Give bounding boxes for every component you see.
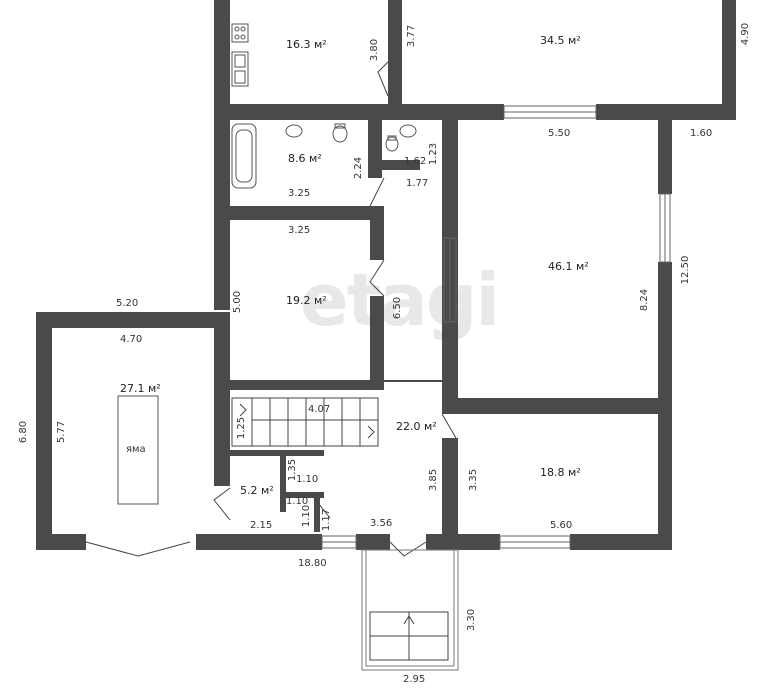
- dim: 5.77: [56, 421, 67, 443]
- dim: 5.60: [550, 520, 572, 531]
- dim: 1.23: [428, 143, 439, 165]
- dim: 18.80: [298, 558, 327, 569]
- dim: 1.17: [321, 509, 332, 531]
- dim: 6.80: [18, 421, 29, 443]
- dimensions: 3.80 3.77 4.90 5.50 1.60 2.24 3.25 3.25 …: [18, 23, 751, 685]
- dim: 3.30: [466, 609, 477, 631]
- windows: [321, 105, 671, 549]
- dim: 3.25: [288, 188, 310, 199]
- stove-icon: [231, 23, 249, 43]
- dim: 4.70: [120, 334, 142, 345]
- dim: 12.50: [680, 256, 691, 285]
- dim: 1.35: [287, 459, 298, 481]
- watermark: etagi: [300, 258, 498, 342]
- toilet-icon: [332, 125, 348, 143]
- dim: 3.35: [468, 469, 479, 491]
- dim: 3.56: [370, 518, 392, 529]
- dim: 1.77: [406, 178, 428, 189]
- dim: 3.80: [369, 39, 380, 61]
- dim: 1.10: [301, 505, 312, 527]
- porch: [361, 549, 459, 671]
- stairs: [231, 397, 379, 447]
- doors: [85, 61, 457, 557]
- dim: 4.07: [308, 404, 330, 415]
- garage-pit: [117, 395, 159, 505]
- dim: 5.20: [116, 298, 138, 309]
- room-area-big-top: 34.5 м²: [540, 34, 581, 47]
- dim: 2.95: [403, 674, 425, 685]
- dim: 6.50: [392, 297, 403, 319]
- dim: 5.00: [232, 291, 243, 313]
- dim: 5.50: [548, 128, 570, 139]
- room-area-19: 19.2 м²: [286, 294, 327, 307]
- room-area-wc: 1.62: [404, 156, 426, 167]
- dim: 4.90: [740, 23, 751, 45]
- room-area-garage: 27.1 м²: [120, 382, 161, 395]
- dim: 1.60: [690, 128, 712, 139]
- washbasin-icon: [285, 124, 303, 138]
- dim: 3.25: [288, 225, 310, 236]
- dim: 2.15: [250, 520, 272, 531]
- sink-icon: [231, 51, 249, 87]
- fixtures: [231, 23, 417, 189]
- washbasin-icon: [399, 124, 417, 138]
- garage-pit-label: яма: [126, 444, 146, 455]
- bathtub-icon: [231, 123, 257, 189]
- room-area-kitchen: 16.3 м²: [286, 38, 327, 51]
- room-labels: 16.3 м² 34.5 м² 8.6 м² 1.62 46.1 м² 19.2…: [120, 34, 589, 497]
- room-area-5: 5.2 м²: [240, 484, 274, 497]
- dim: 3.77: [406, 25, 417, 47]
- room-area-hall: 22.0 м²: [396, 420, 437, 433]
- walls: [36, 0, 736, 550]
- dim: 8.24: [639, 289, 650, 311]
- dim: 1.10: [286, 496, 308, 507]
- room-area-living: 46.1 м²: [548, 260, 589, 273]
- toilet-icon: [385, 136, 399, 152]
- room-area-18: 18.8 м²: [540, 466, 581, 479]
- dim: 1.25: [236, 417, 247, 439]
- dim: 1.10: [296, 474, 318, 485]
- dim: 3.85: [428, 469, 439, 491]
- dim: 2.24: [353, 157, 364, 179]
- room-area-bath: 8.6 м²: [288, 152, 322, 165]
